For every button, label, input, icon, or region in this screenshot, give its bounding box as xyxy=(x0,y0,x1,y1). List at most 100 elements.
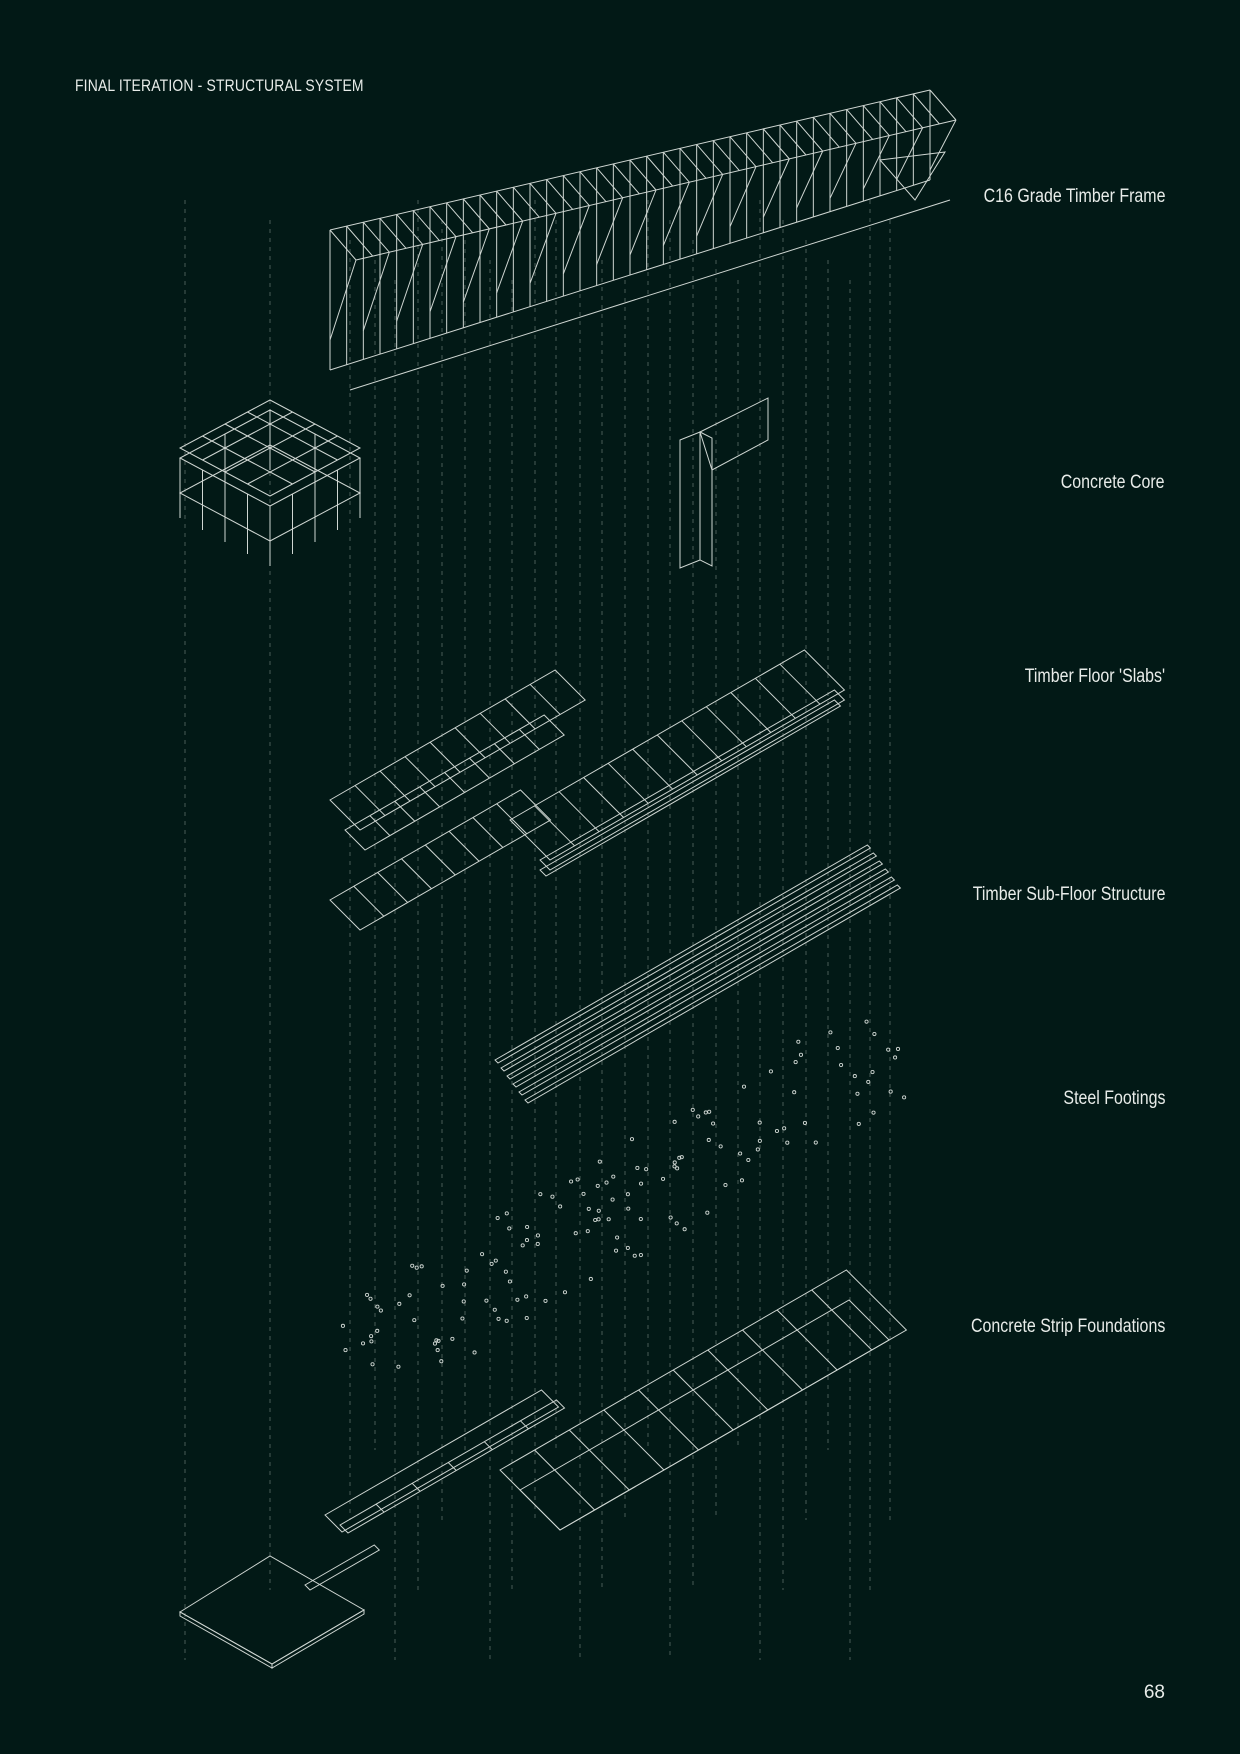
slab-panel-joint xyxy=(494,743,515,765)
foundation-strip-joint xyxy=(520,1420,529,1430)
frame-rafter xyxy=(579,171,607,202)
frame-rafter xyxy=(762,128,790,160)
timber-frame-pavilion-drawing xyxy=(178,399,362,566)
floor-slabs-drawing xyxy=(329,649,846,931)
frame-rafter xyxy=(429,206,457,237)
sub-floor-joist xyxy=(506,860,884,1080)
steel-footing xyxy=(569,1179,574,1184)
slab-panel-joint xyxy=(401,858,432,890)
steel-footing xyxy=(581,1191,586,1196)
frame-rafter xyxy=(912,93,940,125)
steel-footing xyxy=(504,1211,509,1216)
steel-footing xyxy=(520,1243,525,1248)
steel-footing xyxy=(575,1177,580,1182)
slab-panel-joint xyxy=(632,748,674,790)
steel-footing xyxy=(718,1144,723,1149)
timber-frame-drawing xyxy=(329,89,957,391)
steel-footing xyxy=(573,1231,578,1236)
slab-panel-joint xyxy=(529,684,561,715)
slab-panel-joint xyxy=(369,815,391,836)
steel-footing xyxy=(706,1137,711,1143)
frame-rafter xyxy=(896,97,924,129)
steel-footing xyxy=(515,1297,520,1302)
foundation-strip-joint xyxy=(776,1309,838,1371)
steel-footing xyxy=(682,1227,687,1232)
steel-footing xyxy=(496,1316,501,1321)
steel-footing xyxy=(450,1336,455,1341)
steel-footing xyxy=(675,1166,680,1171)
steel-footing xyxy=(370,1362,375,1367)
steel-footing xyxy=(375,1328,380,1333)
frame-rafter xyxy=(629,159,657,191)
frame-brace xyxy=(696,174,724,237)
steel-footing xyxy=(893,1055,898,1060)
slab-panel-joint xyxy=(730,692,772,733)
frame-sill xyxy=(349,199,951,391)
steel-footing xyxy=(796,1039,801,1044)
foundation-strip-joint xyxy=(483,1441,493,1451)
steel-footing xyxy=(340,1323,345,1328)
slab-edge-beam xyxy=(539,699,842,877)
slab-panel-joint xyxy=(354,785,386,816)
steel-footing xyxy=(432,1341,438,1346)
steel-footing xyxy=(711,1121,716,1126)
steel-footing xyxy=(375,1304,380,1309)
label-concrete-core: Concrete Core xyxy=(1061,472,1165,493)
projection-guide-lines xyxy=(184,200,891,1660)
slab-panel-joint xyxy=(779,663,821,705)
frame-rafter xyxy=(712,140,740,171)
slab-panel-joint xyxy=(472,817,504,848)
frame-rafter xyxy=(879,101,907,132)
steel-footing xyxy=(668,1215,673,1220)
foundation-pad-side xyxy=(271,1609,365,1669)
steel-footing xyxy=(503,1269,508,1274)
frame-rafter xyxy=(679,148,707,179)
frame-brace xyxy=(362,252,390,331)
foundation-strip-joint xyxy=(811,1289,873,1351)
sub-floor-joist xyxy=(500,852,878,1072)
steel-footing xyxy=(871,1110,876,1115)
steel-footing xyxy=(524,1238,530,1243)
steel-footing xyxy=(738,1151,743,1156)
slab-panel-joint xyxy=(755,677,796,719)
slab-panel-joint xyxy=(534,805,575,847)
frame-rafter xyxy=(546,179,574,210)
steel-footing xyxy=(638,1216,643,1222)
steel-footing xyxy=(543,1298,548,1303)
slab-panel-joint xyxy=(607,762,649,804)
slab-panel xyxy=(344,714,565,851)
steel-footing xyxy=(595,1183,600,1188)
steel-footing xyxy=(610,1197,615,1202)
frame-brace xyxy=(462,228,490,303)
frame-brace xyxy=(929,119,957,171)
steel-footing xyxy=(606,1217,611,1222)
core-wall-upper xyxy=(699,397,769,471)
steel-footing xyxy=(440,1283,445,1288)
frame-rafter xyxy=(512,186,540,218)
steel-footing xyxy=(368,1296,373,1301)
slab-panel xyxy=(329,669,586,831)
foundation-pad-side xyxy=(179,1611,273,1669)
slab-panel-joint xyxy=(454,727,486,759)
steel-footing xyxy=(596,1217,601,1222)
frame-rafter xyxy=(329,229,357,261)
slab-panel-joint xyxy=(504,698,536,730)
pavilion-roof-outline xyxy=(178,399,362,497)
steel-footing xyxy=(414,1265,419,1270)
steel-footing xyxy=(792,1090,797,1095)
frame-rafter xyxy=(362,221,390,253)
slab-panel-joint xyxy=(353,885,385,917)
frame-brace xyxy=(762,158,790,218)
steel-footing xyxy=(703,1110,708,1115)
steel-footing xyxy=(674,1221,679,1226)
steel-footing xyxy=(525,1224,530,1230)
frame-brace xyxy=(329,259,357,341)
frame-brace xyxy=(829,143,857,199)
steel-footing xyxy=(588,1276,593,1282)
slab-panel xyxy=(329,789,552,931)
steel-footing xyxy=(639,1181,644,1186)
steel-footing xyxy=(480,1252,485,1257)
steel-footing xyxy=(460,1316,465,1321)
slab-panel-joint xyxy=(444,772,465,793)
